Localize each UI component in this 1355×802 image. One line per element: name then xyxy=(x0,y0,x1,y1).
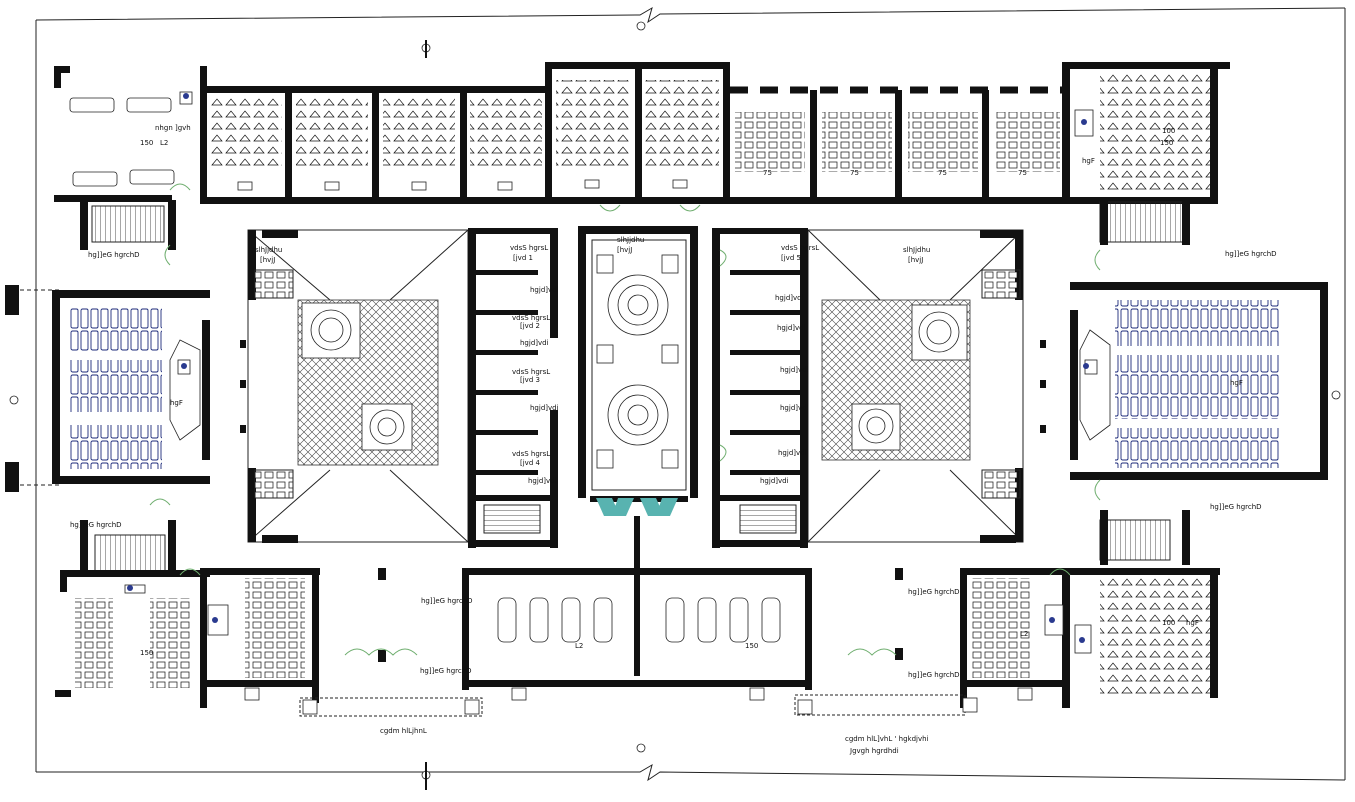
room-label: 100 xyxy=(1162,127,1175,135)
markers xyxy=(127,93,1089,643)
room-label: hg]]eG hgrchD xyxy=(420,667,472,675)
room-label: cgdm hlL]vhL ' hgkdjvhi xyxy=(845,735,929,743)
room-label: hg]]eG hgrchD xyxy=(1225,250,1277,258)
room-label: Jgvgh hgrdhdi xyxy=(849,747,899,755)
site-boundary xyxy=(5,6,1346,790)
meeting-tables xyxy=(497,597,781,643)
left-court xyxy=(247,229,469,543)
room-label: vdsS hgrsL xyxy=(510,244,548,252)
room-label: slhJjdhu xyxy=(255,246,282,254)
room-label: [jvd 3 xyxy=(520,376,540,384)
room-label: L2 xyxy=(575,642,583,650)
room-label: vdsS hgrsL xyxy=(512,368,550,376)
room-label: hgjd]vdi xyxy=(530,286,559,294)
room-label: [hvjJ xyxy=(260,256,275,264)
offices-right xyxy=(712,228,808,548)
room-label: [jvd 1 xyxy=(513,254,533,262)
room-label: hgjd]vdi xyxy=(775,294,804,302)
columns xyxy=(240,290,1046,662)
room-label: 150 xyxy=(140,139,153,147)
room-label: hg]]eG hgrchD xyxy=(908,588,960,596)
room-label: [jvd 2 xyxy=(520,322,540,330)
room-label: vdsS hgrsL xyxy=(781,244,819,252)
room-label: cgdm hlLjhnL xyxy=(380,727,427,735)
room-label: vdsS hgrsL xyxy=(512,450,550,458)
room-label: hgjd]vdi xyxy=(780,366,809,374)
room-label: L2 xyxy=(160,139,168,147)
room-label: hg]]eG hgrchD xyxy=(421,597,473,605)
room-label: hg]]eG hgrchD xyxy=(70,521,122,529)
room-label: [hvjJ xyxy=(617,246,632,254)
offices-left xyxy=(468,228,558,548)
top-left-lounge xyxy=(54,66,193,202)
room-label: [jvd 4 xyxy=(520,459,540,467)
central-atrium xyxy=(578,226,698,676)
room-label: vdsS hgrsL xyxy=(512,314,550,322)
room-label: 75 xyxy=(850,169,859,177)
room-label: hgjd]vdi xyxy=(760,477,789,485)
room-label: hg]]eG hgrchD xyxy=(88,251,140,259)
room-label: hg]]eG hgrchD xyxy=(908,671,960,679)
doors xyxy=(149,183,1101,656)
room-label: [jvd 5 xyxy=(781,254,801,262)
room-label: hgjd]vdi xyxy=(530,404,559,412)
right-court xyxy=(807,229,1024,543)
room-label: hgF xyxy=(1186,619,1199,627)
stairs xyxy=(80,200,1190,576)
room-label: hgjd]vdi xyxy=(528,477,557,485)
room-label: 75 xyxy=(763,169,772,177)
top-wing xyxy=(200,62,1230,204)
room-label: hgF xyxy=(1082,157,1095,165)
room-label: 100 xyxy=(1162,619,1175,627)
room-labels: 150 L2 nhgn ]gvh hg]]eG hgrchD hgF hg]]e… xyxy=(70,124,1277,755)
room-label: slhJjdhu xyxy=(617,236,644,244)
room-label: [hvjJ xyxy=(908,256,923,264)
room-label: hgjd]vdi xyxy=(780,404,809,412)
room-label: hgF xyxy=(170,399,183,407)
room-label: 75 xyxy=(938,169,947,177)
room-label: hgjd]vdi xyxy=(778,449,807,457)
room-label: hgF xyxy=(1230,379,1243,387)
room-label: hgjd]vdi xyxy=(520,339,549,347)
teacher-desks xyxy=(237,179,688,191)
room-label: L2 xyxy=(1020,630,1028,638)
left-auditorium xyxy=(52,290,210,484)
room-label: slhJjdhu xyxy=(903,246,930,254)
room-label: hg]]eG hgrchD xyxy=(1210,503,1262,511)
room-label: 150 xyxy=(745,642,758,650)
room-label: hgjd]vdi xyxy=(777,324,806,332)
room-label: nhgn ]gvh xyxy=(155,124,191,132)
bottom-wing xyxy=(55,568,1220,717)
room-label: 75 xyxy=(1018,169,1027,177)
room-label: 150 xyxy=(140,649,153,657)
right-auditorium xyxy=(1070,282,1328,480)
room-label: 150 xyxy=(1160,139,1173,147)
